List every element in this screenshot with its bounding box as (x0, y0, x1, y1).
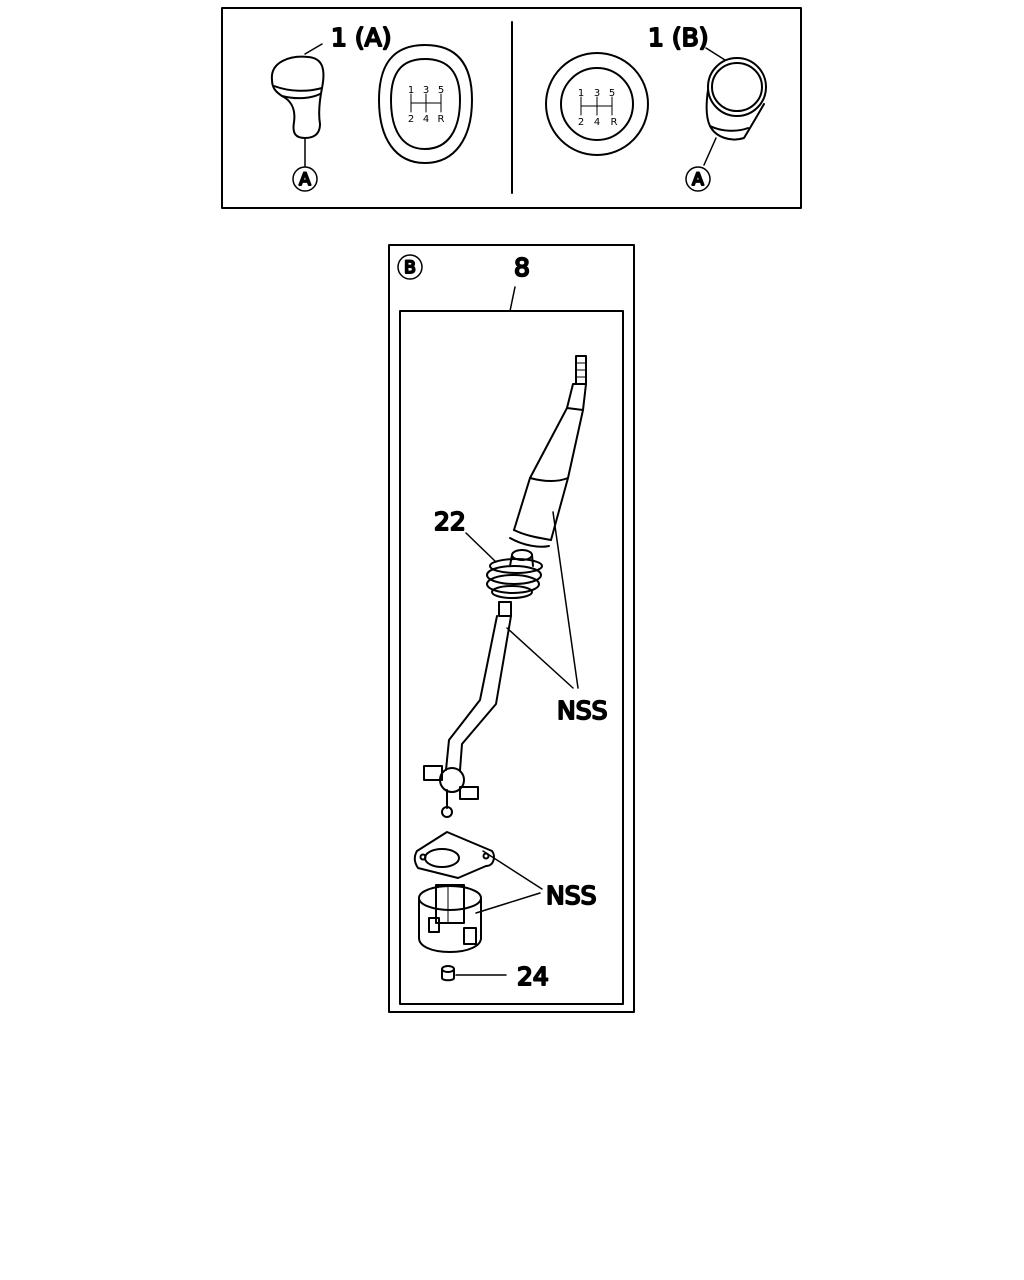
ref-circle-a-right: A (685, 166, 711, 192)
svg-text:3: 3 (594, 88, 600, 99)
svg-text:R: R (611, 117, 618, 128)
svg-text:2: 2 (578, 117, 584, 128)
svg-text:4: 4 (423, 114, 429, 125)
svg-text:3: 3 (423, 85, 429, 96)
lower-shift-lever-icon (423, 601, 512, 818)
retainer-icon (418, 884, 482, 953)
svg-text:4: 4 (594, 117, 600, 128)
ref-circle-a-left: A (292, 166, 318, 192)
detail-panel: B 8 22 (388, 244, 635, 1013)
svg-text:1: 1 (578, 88, 584, 99)
nss-lower-label: NSS (546, 881, 596, 910)
shift-knob-a-icon (270, 43, 325, 167)
bushing-label: 24 (517, 962, 549, 991)
knob-a-label: 1 (A) (331, 23, 391, 52)
bushing-icon (441, 965, 455, 982)
svg-text:R: R (438, 114, 445, 125)
shift-pattern-badge-round: 1 3 5 2 4 R (545, 52, 649, 156)
svg-text:B: B (404, 258, 416, 278)
knob-b-label: 1 (B) (648, 23, 709, 52)
ref-circle-b: B (397, 254, 423, 280)
svg-text:5: 5 (438, 85, 444, 96)
top-panel: 1 (A) A 1 3 5 2 4 R 1 (221, 7, 802, 209)
nss-upper-label: NSS (557, 696, 607, 725)
shift-boot-icon (486, 549, 543, 599)
upper-shift-lever-icon (509, 355, 587, 548)
shift-knob-b-icon (703, 47, 767, 166)
svg-text:2: 2 (408, 114, 414, 125)
shift-pattern-badge-square: 1 3 5 2 4 R (378, 44, 473, 164)
assembly-label: 8 (514, 253, 530, 282)
svg-text:1: 1 (408, 85, 414, 96)
gasket-icon (413, 831, 495, 879)
svg-text:5: 5 (609, 88, 615, 99)
svg-text:A: A (692, 170, 704, 190)
boot-label: 22 (434, 507, 466, 536)
svg-text:A: A (299, 170, 311, 190)
